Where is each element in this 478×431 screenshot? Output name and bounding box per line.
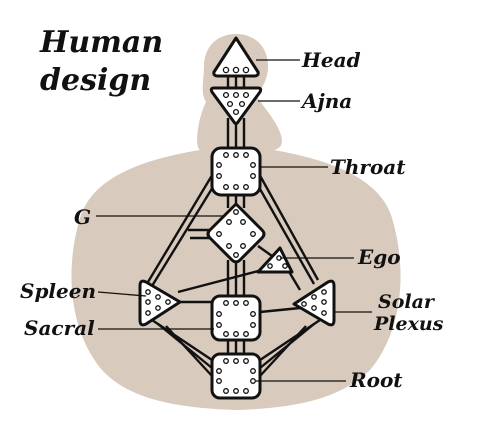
- ego-center: [256, 246, 294, 274]
- leader-lines: [96, 59, 372, 382]
- sacral-center: [210, 294, 262, 342]
- title-line-2: design: [40, 63, 151, 98]
- label-solar: Solar: [378, 291, 436, 313]
- label-root: Root: [349, 368, 403, 392]
- head-center: [212, 36, 260, 78]
- solar-plexus-center: [292, 279, 336, 327]
- ajna-center: [209, 86, 263, 125]
- label-spleen: Spleen: [20, 279, 96, 303]
- spleen-center: [138, 279, 182, 327]
- root-center: [210, 352, 262, 400]
- label-sacral: Sacral: [24, 316, 95, 340]
- label-throat: Throat: [330, 155, 406, 179]
- label-ajna: Ajna: [300, 89, 352, 113]
- g-center: [206, 202, 266, 264]
- label-plexus: Plexus: [373, 313, 444, 335]
- throat-center: [210, 146, 262, 197]
- title-line-1: Human: [39, 25, 163, 60]
- label-g: G: [74, 205, 91, 229]
- label-ego: Ego: [357, 245, 401, 269]
- label-head: Head: [301, 48, 361, 72]
